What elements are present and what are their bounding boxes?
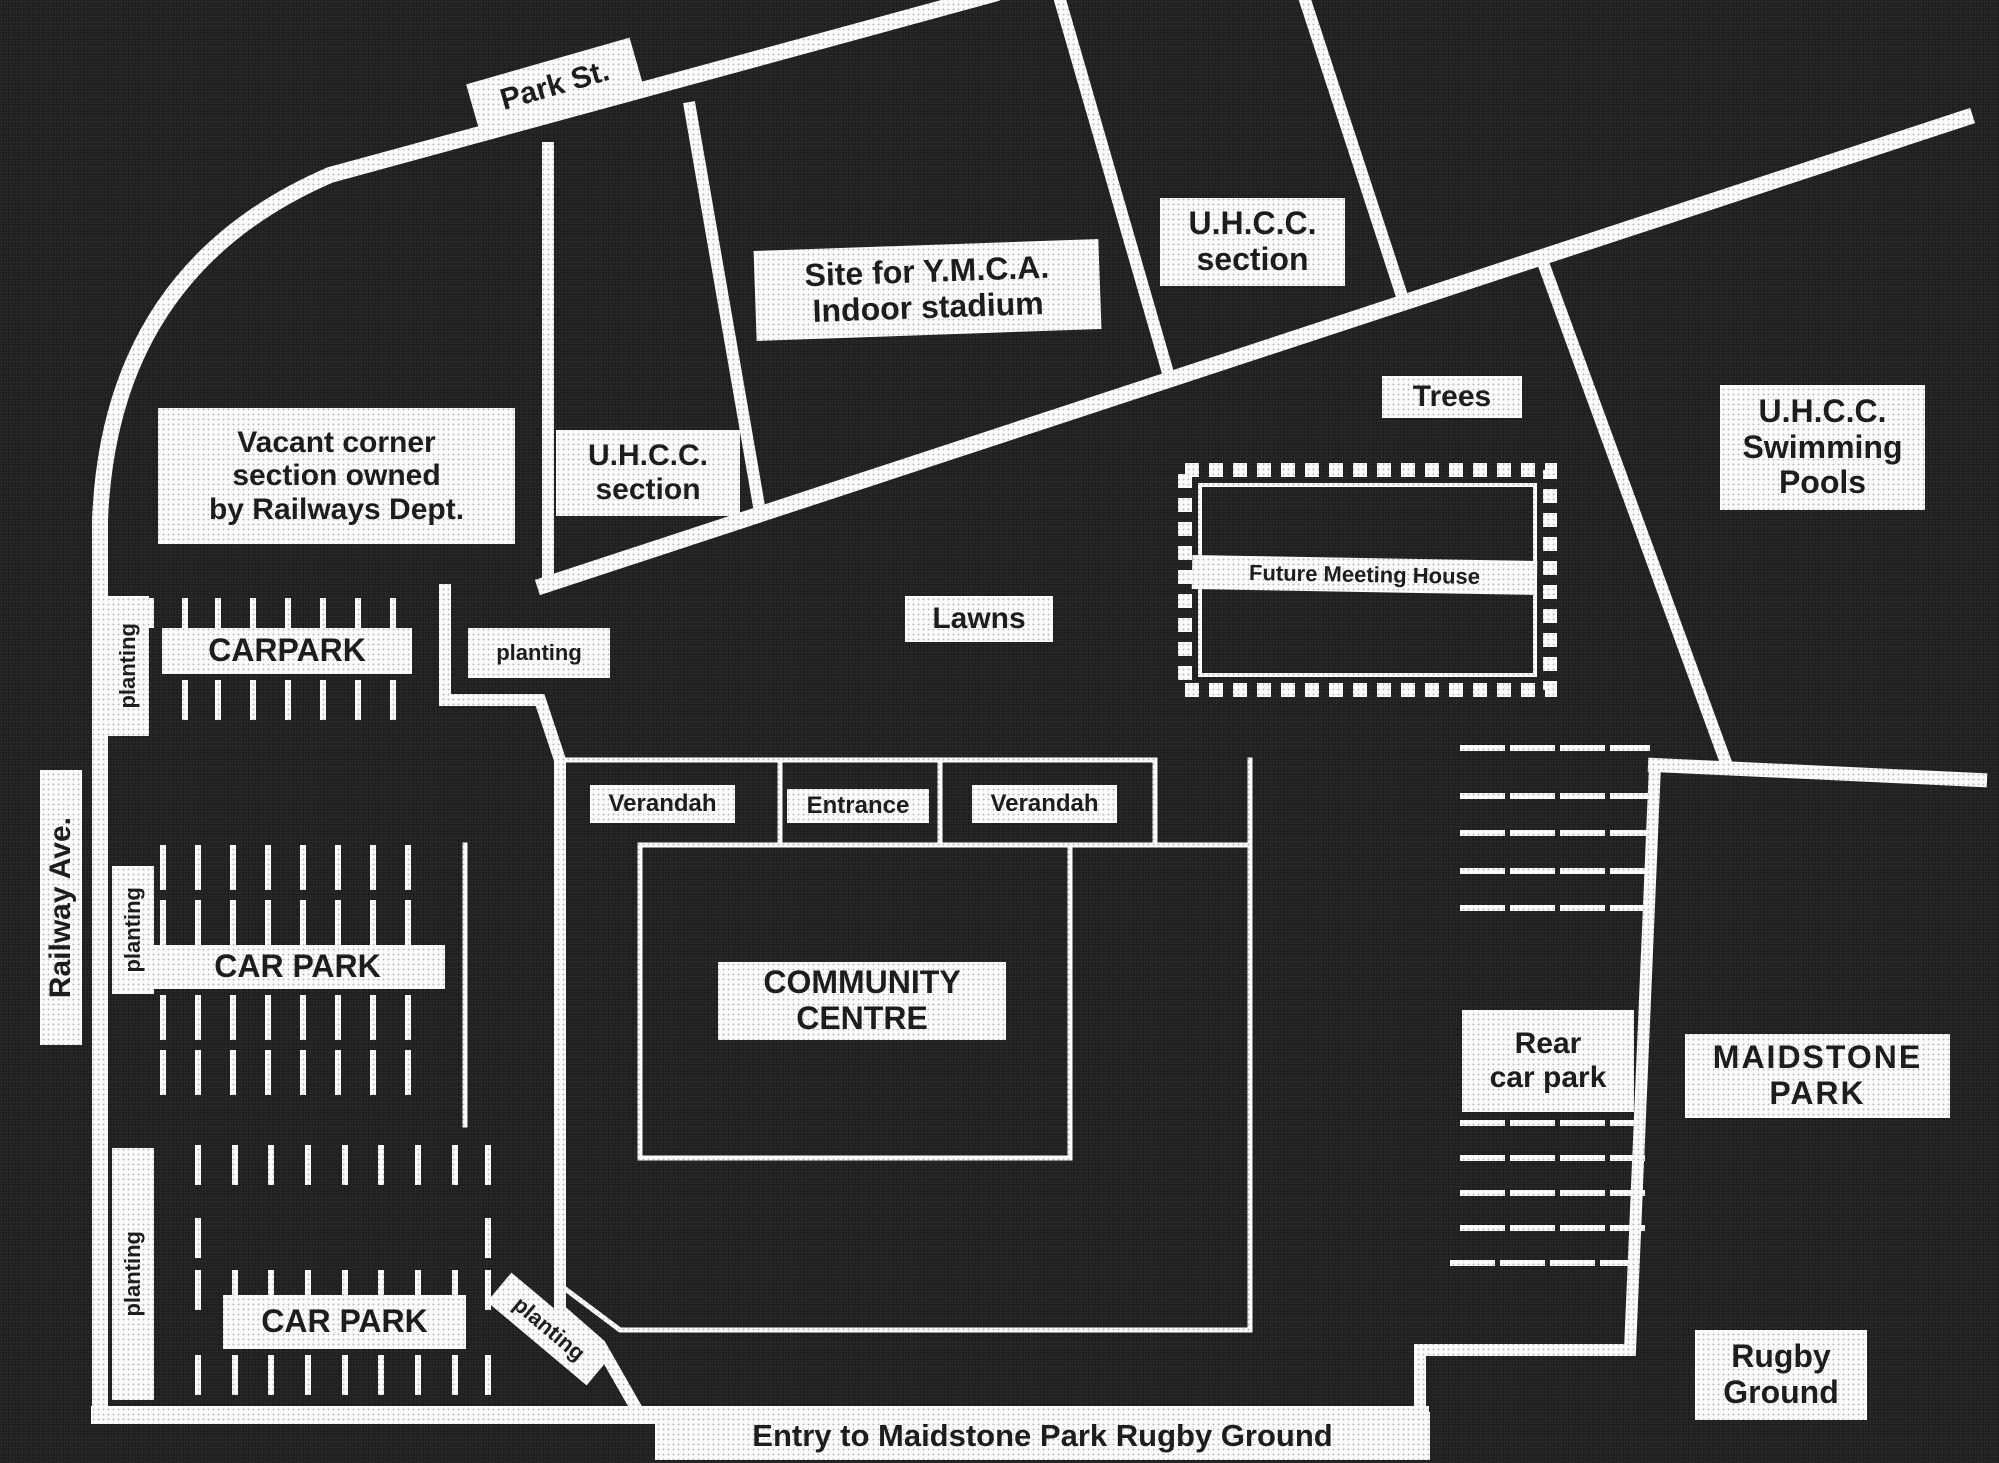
- diagonal-road: [534, 107, 1976, 596]
- verandah-dividers: [777, 757, 943, 843]
- rear-carpark-boundary: [1414, 758, 1662, 1446]
- divider-2: [683, 101, 767, 519]
- planting-left-1-label: planting: [107, 596, 149, 736]
- carpark-middle-label: CAR PARK: [150, 945, 445, 989]
- planting-top-label: planting: [468, 628, 610, 678]
- divider-5: [1537, 260, 1733, 768]
- parking-stalls-rear: [1450, 745, 1650, 1266]
- divider-3: [1053, 0, 1178, 388]
- park-st-road: [92, 0, 1000, 1423]
- trees-label: Trees: [1382, 376, 1522, 418]
- rear-carpark-label: Rear car park: [1462, 1010, 1634, 1112]
- parking-stalls-bottom: [195, 1145, 491, 1395]
- lawns-label: Lawns: [905, 596, 1053, 642]
- cc-outer-box: [557, 757, 1253, 1333]
- ymca-site-label: Site for Y.M.C.A. Indoor stadium: [753, 239, 1102, 341]
- future-meeting-house-label: Future Meeting House: [1191, 554, 1538, 596]
- divider-4: [1298, 0, 1408, 298]
- uhcc-pools-label: U.H.C.C. Swimming Pools: [1720, 385, 1925, 510]
- uhcc-section-right-label: U.H.C.C. section: [1160, 198, 1345, 286]
- uhcc-section-left-label: U.H.C.C. section: [556, 430, 740, 516]
- maidstone-boundary: [1647, 757, 1988, 788]
- verandah-right-label: Verandah: [972, 785, 1117, 823]
- vacant-corner-label: Vacant corner section owned by Railways …: [158, 408, 515, 544]
- carpark-bottom-label: CAR PARK: [223, 1295, 466, 1349]
- entry-label: Entry to Maidstone Park Rugby Ground: [655, 1412, 1430, 1460]
- carpark-boundary: [439, 584, 649, 1424]
- parking-stalls-middle: [160, 845, 411, 1095]
- railway-ave-label: Railway Ave.: [40, 770, 82, 1045]
- verandah-left-label: Verandah: [590, 785, 735, 823]
- rugby-ground-label: Rugby Ground: [1695, 1330, 1867, 1420]
- meeting-house-outline: [1178, 463, 1557, 697]
- carpark-top-label: CARPARK: [162, 628, 412, 674]
- entrance-label: Entrance: [787, 789, 929, 823]
- parking-stalls-top: [148, 598, 396, 720]
- planting-left-3-label: planting: [112, 1148, 154, 1400]
- planting-left-2-label: planting: [112, 866, 154, 994]
- maidstone-park-label: MAIDSTONE PARK: [1685, 1034, 1950, 1118]
- community-centre-label: COMMUNITY CENTRE: [718, 962, 1006, 1040]
- cc-outline: [557, 757, 1158, 843]
- cc-inner-box: [637, 842, 1253, 1161]
